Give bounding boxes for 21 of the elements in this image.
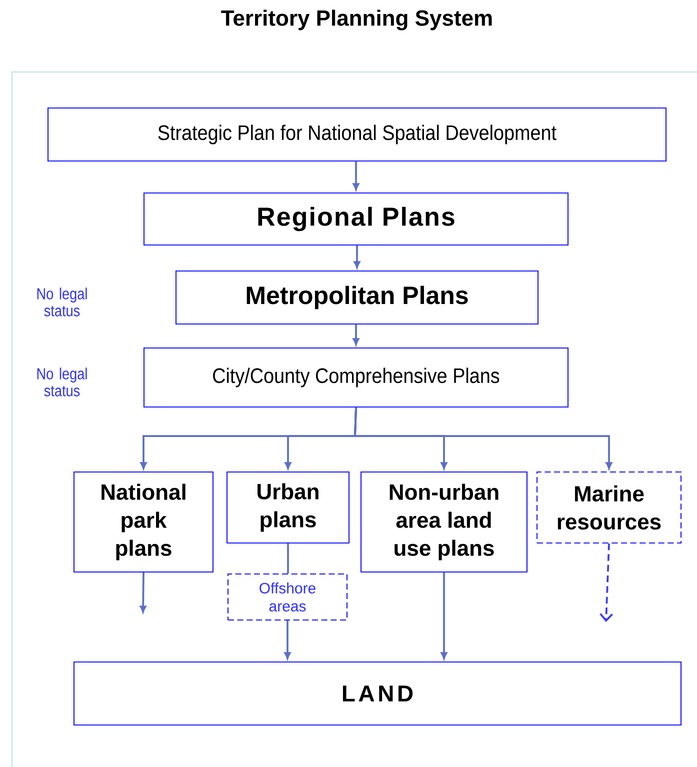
plan-box: Regional Plans bbox=[143, 192, 569, 246]
plan-box: Metropolitan Plans bbox=[175, 270, 539, 325]
arrow bbox=[354, 408, 612, 469]
title: Territory Planning System bbox=[221, 10, 492, 30]
status-note: No legal status bbox=[37, 368, 87, 396]
plan-box: City/County Comprehensive Plans bbox=[143, 347, 569, 408]
arrow bbox=[284, 620, 291, 659]
arrow bbox=[440, 572, 448, 659]
arrow bbox=[352, 162, 360, 190]
plan-box: National park plans bbox=[73, 471, 214, 573]
plan-box: Offshore areas bbox=[227, 573, 348, 621]
arrow bbox=[600, 544, 613, 622]
plan-box: Strategic Plan for National Spatial Development bbox=[47, 107, 667, 162]
plan-box: Non-urban area land use plans bbox=[360, 471, 528, 573]
arrow bbox=[352, 324, 360, 345]
arrow bbox=[354, 246, 360, 268]
plan-box: Marine resources bbox=[536, 471, 682, 544]
arrow bbox=[140, 572, 146, 613]
status-note: No legal status bbox=[37, 288, 87, 316]
plan-box: Urban plans bbox=[226, 471, 350, 544]
plan-box: LAND bbox=[73, 661, 682, 726]
